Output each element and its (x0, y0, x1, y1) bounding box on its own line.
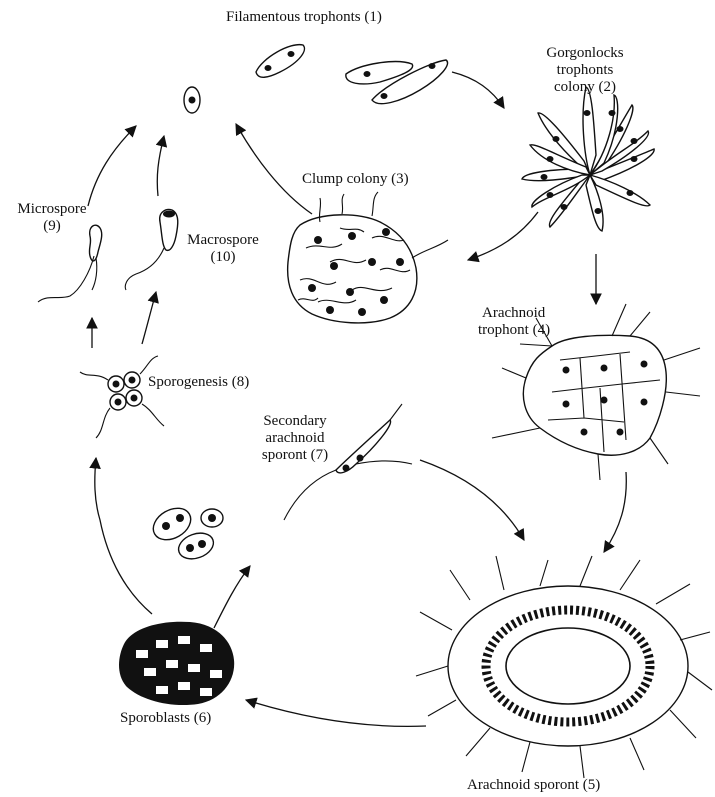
sporoblasts-cells (119, 622, 234, 705)
label-arachnoid-trophont-line2: trophont (4) (478, 322, 550, 339)
gorgonlocks-colony-cells (522, 87, 654, 231)
macrospore-cell (125, 210, 177, 291)
label-macrospore-line1: Macrospore (180, 232, 266, 249)
label-arachnoid-sporont: Arachnoid sporont (5) (467, 777, 600, 794)
label-microspore: Microspore (9) (10, 201, 94, 235)
label-macrospore: Macrospore (10) (180, 232, 266, 266)
label-secondary-line3: sporont (7) (250, 447, 340, 464)
arachnoid-sporont-cells (416, 556, 712, 778)
label-filamentous-trophonts: Filamentous trophonts (1) (226, 9, 382, 26)
label-gorgonlocks-line3: colony (2) (540, 79, 630, 96)
label-microspore-line1: Microspore (10, 201, 94, 218)
label-gorgonlocks-line2: trophonts (540, 62, 630, 79)
label-sporoblasts: Sporoblasts (6) (120, 710, 211, 727)
label-secondary-arachnoid-sporont: Secondary arachnoid sporont (7) (250, 413, 340, 464)
label-gorgonlocks-colony: Gorgonlocks trophonts colony (2) (540, 45, 630, 96)
sporogenesis-cells (80, 356, 164, 438)
clump-colony-cells (288, 192, 448, 323)
loose-sporoblast-cells (148, 502, 223, 564)
label-arachnoid-trophont: Arachnoid trophont (4) (478, 305, 550, 339)
label-macrospore-line2: (10) (180, 249, 266, 266)
filamentous-trophonts-cells (184, 45, 448, 113)
label-gorgonlocks-line1: Gorgonlocks (540, 45, 630, 62)
label-microspore-line2: (9) (10, 218, 94, 235)
label-clump-colony: Clump colony (3) (302, 171, 409, 188)
label-arachnoid-trophont-line1: Arachnoid (478, 305, 550, 322)
microspore-cell (38, 225, 102, 302)
label-secondary-line1: Secondary (250, 413, 340, 430)
label-secondary-line2: arachnoid (250, 430, 340, 447)
label-sporogenesis: Sporogenesis (8) (148, 374, 249, 391)
